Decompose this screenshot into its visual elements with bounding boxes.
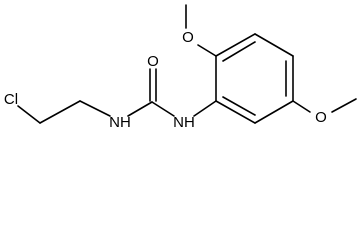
bond-ring-o-right (292, 100, 311, 113)
methoxy-oxygen-top-label: O (182, 29, 194, 46)
bond-n2-ring (193, 100, 217, 117)
molecule-drawing: Cl NH O NH O O (4, 4, 357, 131)
ring-bond-2 (215, 33, 256, 57)
carbonyl-oxygen-label: O (147, 53, 159, 70)
nh-right-atom-label: NH (173, 114, 195, 131)
ring-double-1 (222, 41, 256, 62)
bond-c2-n1 (79, 100, 111, 117)
chlorine-atom-label: Cl (4, 91, 18, 108)
bond-c-n2 (151, 101, 175, 117)
bond-cl-c1 (17, 105, 41, 124)
ring-bond-3 (254, 33, 294, 57)
bond-ring-o-top (197, 44, 217, 57)
bond-c1-c2 (39, 100, 81, 124)
methoxy-oxygen-right-label: O (315, 109, 327, 126)
bond-n1-c (127, 101, 153, 117)
ring-bond-6 (215, 100, 256, 124)
structure-diagram: Cl NH O NH O O (4, 4, 357, 131)
ring-double-3 (222, 96, 256, 116)
bond-o-right-methyl (331, 98, 357, 113)
ring-bond-5 (254, 100, 294, 124)
nh-left-atom-label: NH (109, 114, 131, 131)
